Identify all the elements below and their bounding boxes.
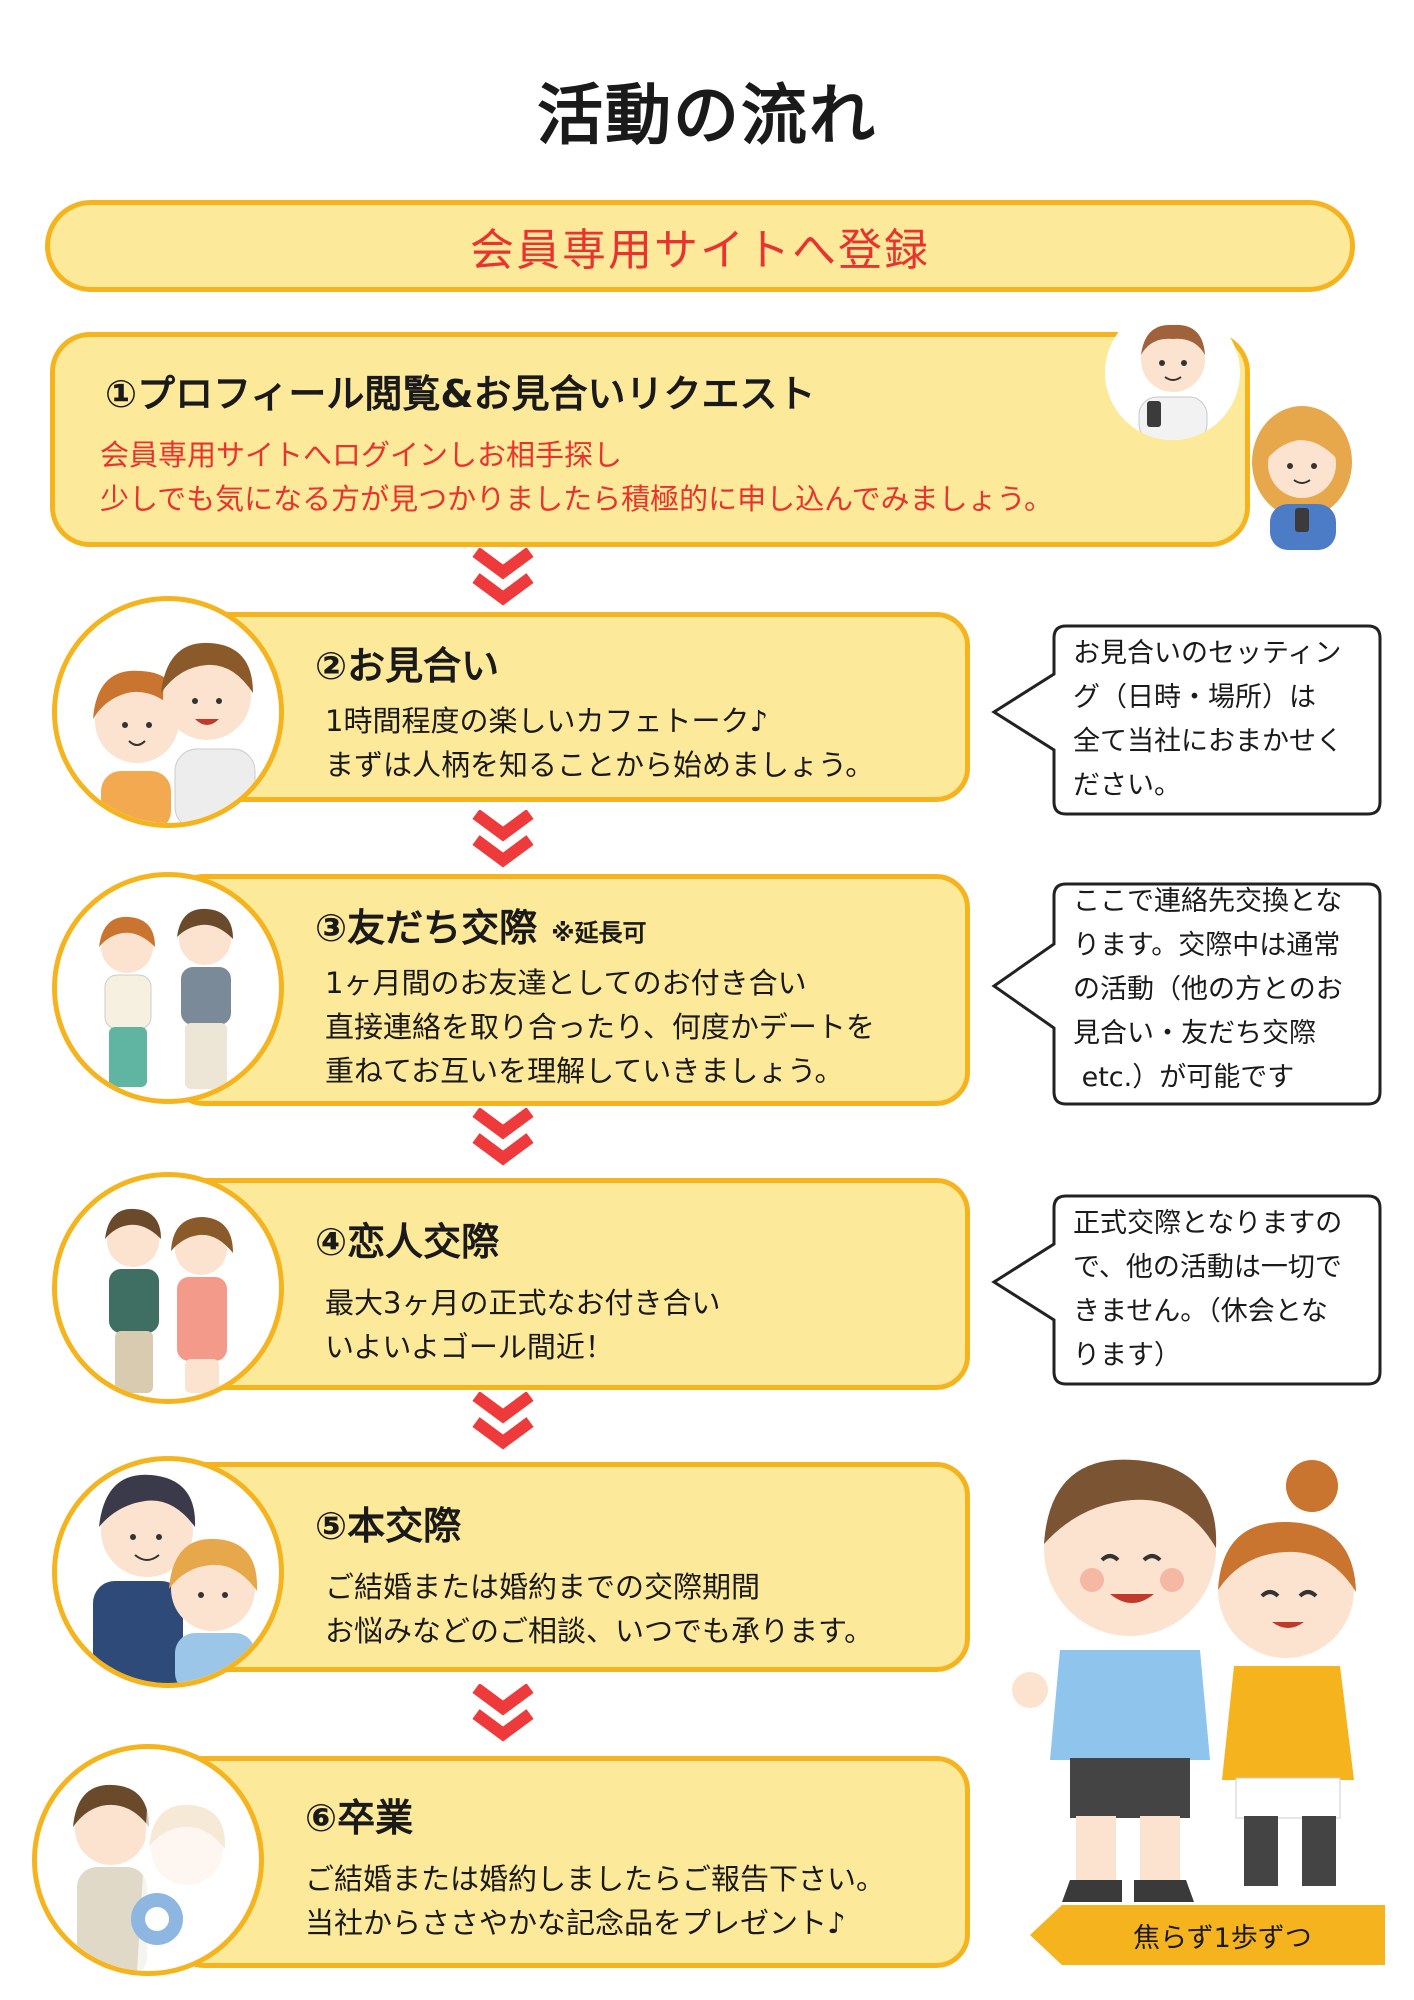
step-4-line-1: 最大3ヶ月の正式なお付き合い: [325, 1286, 721, 1320]
callout-line: グ（日時・場所）は: [1073, 682, 1316, 713]
arrow-5: [472, 1684, 534, 1746]
callout-step-4: 正式交際となりますので、他の活動は一切できません。（休会となります）: [988, 1190, 1388, 1390]
step-5-illustration: [52, 1456, 284, 1688]
step-5-line-2: お悩みなどのご相談、いつでも承ります。: [325, 1614, 874, 1648]
step-1-heading: ①プロフィール閲覧&お見合いリクエスト: [105, 372, 816, 416]
step-5-heading: ⑤本交際: [315, 1504, 462, 1548]
step-3-box: ③友だち交際 ※延長可 1ヶ月間のお友達としてのお付き合い 直接連絡を取り合ったり…: [170, 874, 970, 1106]
callout-line: 正式交際となりますの: [1073, 1208, 1343, 1239]
step-3-line-1: 1ヶ月間のお友達としてのお付き合い: [325, 966, 807, 1000]
step-1-box: ①プロフィール閲覧&お見合いリクエスト 会員専用サイトへログインしお相手探し 少…: [50, 332, 1250, 547]
step-2-line-2: まずは人柄を知ることから始めましょう。: [325, 748, 875, 782]
footer-tag-label: 焦らず1歩ずつ: [1133, 1922, 1312, 1954]
step-3-line-2: 直接連絡を取り合ったり、何度かデートを: [325, 1010, 875, 1044]
step-2-line-1: 1時間程度の楽しいカフェトーク♪: [325, 704, 768, 738]
step-6-line-1: ご結婚または婚約しましたらご報告下さい。: [305, 1862, 886, 1896]
register-banner: 会員専用サイトへ登録: [45, 200, 1355, 292]
register-label: 会員専用サイトへ登録: [470, 225, 930, 276]
arrow-4: [472, 1392, 534, 1454]
step-3-illustration: [52, 872, 284, 1104]
step-6-heading: ⑥卒業: [305, 1796, 414, 1840]
step-4-box: ④恋人交際 最大3ヶ月の正式なお付き合い いよいよゴール間近！: [170, 1178, 970, 1390]
step-4-heading: ④恋人交際: [315, 1220, 500, 1264]
step-3-line-3: 重ねてお互いを理解していきましょう。: [325, 1054, 844, 1088]
step-4-illustration: [52, 1172, 284, 1404]
step-1-line-1: 会員専用サイトへログインしお相手探し: [100, 438, 623, 472]
page-title: 活動の流れ: [537, 77, 877, 154]
step-3-note: ※延長可: [551, 919, 647, 947]
step-1-illustration: [1105, 305, 1240, 440]
callout-line: で、他の活動は一切で: [1073, 1252, 1342, 1283]
arrow-2: [472, 810, 534, 872]
step-6-line-2: 当社からささやかな記念品をプレゼント♪: [305, 1906, 846, 1940]
step-2-box: ②お見合い 1時間程度の楽しいカフェトーク♪ まずは人柄を知ることから始めましょ…: [170, 612, 970, 802]
callout-step-3-text: ここで連絡先交換となります。交際中は通常の活動（他の方とのお見合い・友だち交際 …: [1073, 880, 1343, 1100]
step-5-line-1: ご結婚または婚約までの交際期間: [325, 1570, 761, 1604]
arrow-1: [472, 548, 534, 610]
step-1-line-2: 少しでも気になる方が見つかりましたら積極的に申し込んでみましょう。: [100, 482, 1053, 516]
step-6-illustration: [32, 1744, 264, 1976]
callout-line: ります。交際中は通常: [1073, 930, 1341, 961]
step-2-heading: ②お見合い: [315, 644, 500, 688]
callout-line: の活動（他の方とのお: [1073, 974, 1343, 1005]
callout-step-3: ここで連絡先交換となります。交際中は通常の活動（他の方とのお見合い・友だち交際 …: [988, 878, 1388, 1110]
walking-couple-illustration: [1010, 1440, 1390, 1910]
callout-step-2: お見合いのセッティング（日時・場所）は全て当社におまかせください。: [988, 620, 1388, 820]
callout-line: ります）: [1073, 1340, 1181, 1371]
footer-tag: 焦らず1歩ずつ: [1030, 1905, 1385, 1965]
callout-line: お見合いのセッティン: [1073, 638, 1342, 669]
step-4-line-2: いよいよゴール間近！: [325, 1330, 614, 1364]
step-1-woman-illustration: [1240, 400, 1370, 550]
step-2-illustration: [52, 596, 284, 828]
step-3-heading-text: ③友だち交際: [315, 906, 538, 950]
callout-line: きません。（休会とな: [1073, 1296, 1328, 1327]
callout-step-2-text: お見合いのセッティング（日時・場所）は全て当社におまかせください。: [1073, 632, 1343, 808]
step-3-heading: ③友だち交際 ※延長可: [315, 897, 647, 952]
callout-step-4-text: 正式交際となりますので、他の活動は一切できません。（休会となります）: [1073, 1202, 1342, 1378]
callout-line: 全て当社におまかせく: [1073, 726, 1343, 757]
step-6-box: ⑥卒業 ご結婚または婚約しましたらご報告下さい。 当社からささやかな記念品をプレ…: [170, 1756, 970, 1968]
arrow-3: [472, 1108, 534, 1170]
callout-line: etc.）が可能です: [1073, 1062, 1295, 1093]
callout-line: ださい。: [1073, 770, 1181, 801]
step-5-box: ⑤本交際 ご結婚または婚約までの交際期間 お悩みなどのご相談、いつでも承ります。: [170, 1462, 970, 1672]
callout-line: 見合い・友だち交際: [1073, 1018, 1316, 1049]
callout-line: ここで連絡先交換とな: [1073, 886, 1343, 917]
